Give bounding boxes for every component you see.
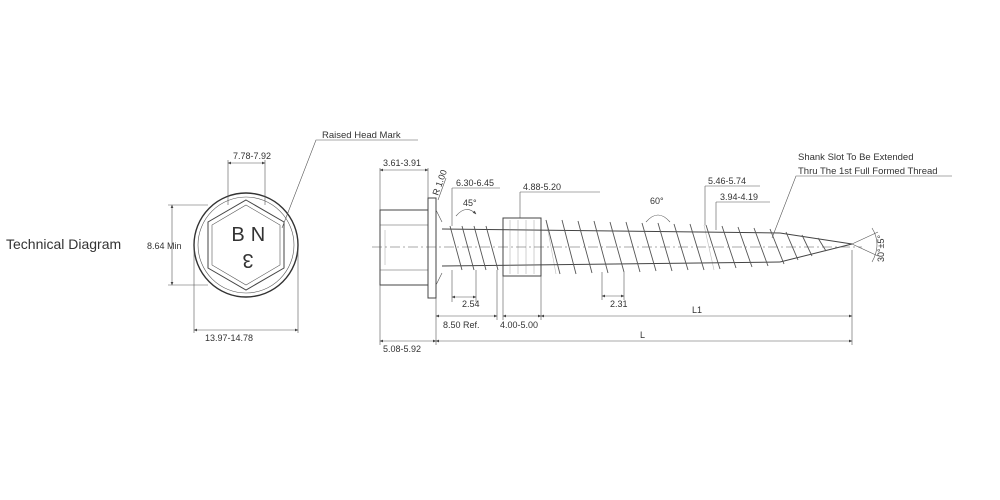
note-line-1: Shank Slot To Be Extended [798,152,914,163]
shank-bottom-edge [441,261,781,267]
dim-lead-length: 8.50 Ref. [443,320,480,330]
note-line-2: Thru The 1st Full Formed Thread [798,166,938,177]
dim-chamfer-angle: 45° [463,198,477,208]
head-end-view: B N 3 7.78-7.92 8.64 Min 13.97-14.78 Rai… [147,130,418,343]
callout-raised-head-mark: Raised Head Mark [322,130,401,141]
dim-slot-section: 4.88-5.20 [523,182,561,192]
dim-radius: R 1.00 [430,168,448,196]
dim-hex-height: 8.64 Min [147,241,182,251]
flange-inner-circle [197,196,295,294]
dim-head-height: 3.61-3.91 [383,158,421,168]
dim-flange-thickness: 5.08-5.92 [383,344,421,354]
diagram-title: Technical Diagram [6,236,122,252]
hex-head-side [379,209,429,286]
screw-side-view: 3.61-3.91 R 1.00 6.30-6.45 45° 4.88-5.20… [372,152,952,354]
dim-pitch-2: 2.31 [610,299,628,309]
dim-slot-length: 4.00-5.00 [500,320,538,330]
dim-flange-diameter: 13.97-14.78 [205,333,253,343]
screw-tip [779,232,853,263]
dim-tip-angle: 30°±5° [876,234,886,262]
hex-inner [211,204,281,286]
dim-thread-major-1: 6.30-6.45 [456,178,494,188]
dim-l: L [640,330,645,340]
dim-hex-width: 7.78-7.92 [233,151,271,161]
dim-l1: L1 [692,305,702,315]
note-leader [771,175,952,239]
hex-outline [207,199,285,291]
shank-top-edge [441,228,781,234]
head-mark-letter-b: B [231,224,244,246]
flange-circle [193,192,299,298]
head-mark-letter-n: N [251,224,265,246]
washer-flange [427,197,437,299]
head-mark-letter-3: 3 [242,249,253,271]
dim-pitch-1: 2.54 [462,299,480,309]
callout-leader [281,139,418,229]
dim-thread-major-2: 5.46-5.74 [708,176,746,186]
dim-thread-minor: 3.94-4.19 [720,192,758,202]
dim-thread-angle: 60° [650,196,664,206]
